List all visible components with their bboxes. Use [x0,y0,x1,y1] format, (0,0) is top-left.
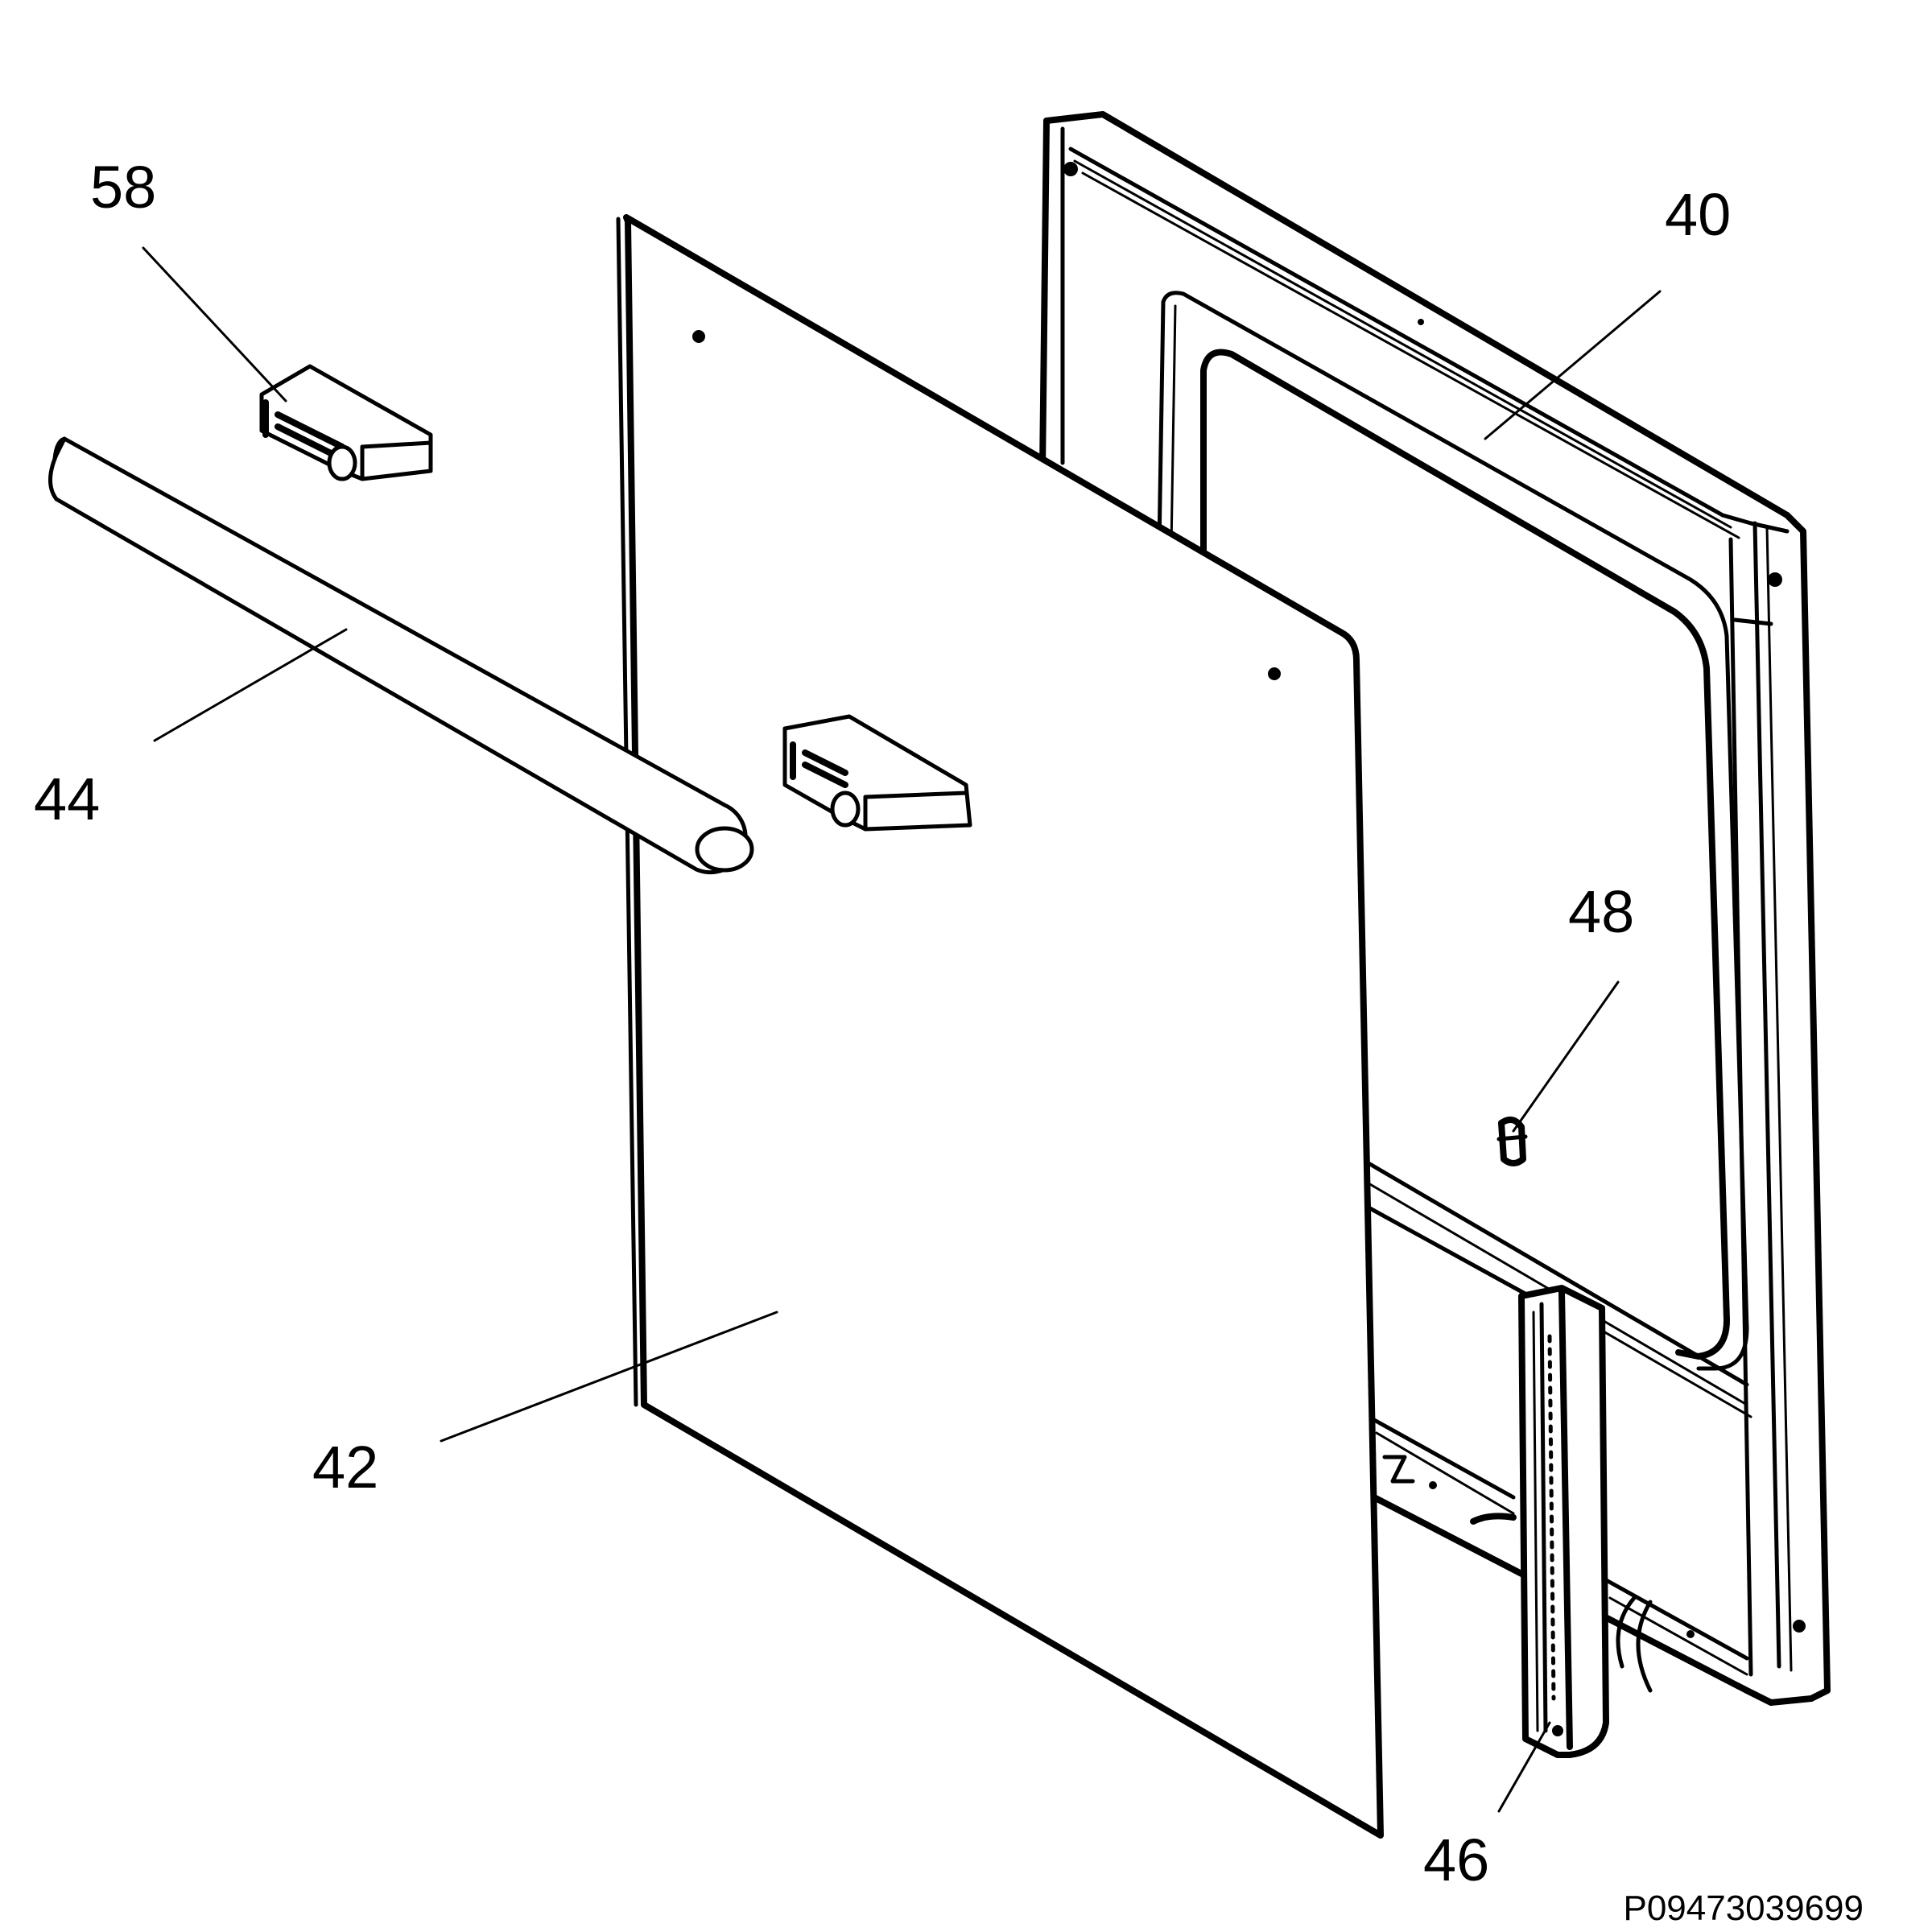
end-cap-center [782,714,972,832]
leader-line-48 [1512,980,1620,1133]
hinge-strip [1518,1285,1609,1758]
reference-code: P09473039699 [1623,1889,1864,1928]
leader-lines [142,246,1662,1813]
leader-line-44 [153,628,348,742]
handle-bar [48,436,754,875]
callout-screw: 48 [1568,878,1634,945]
callout-labels: 40 58 44 48 42 46 P09473039699 [34,154,1864,1928]
leader-line-58 [142,246,287,402]
callout-handle-bar: 44 [34,766,100,832]
end-cap [259,364,433,481]
leader-line-42 [440,1311,778,1443]
screw [1496,1117,1528,1166]
callout-hinge-strip: 46 [1423,1827,1489,1893]
leader-line-46 [1497,1721,1551,1813]
callout-frame: 40 [1665,181,1731,248]
door-frame [1039,111,1831,1706]
callout-end-cap: 58 [90,154,156,221]
door-panel [616,214,1384,1839]
leader-line-40 [1484,290,1662,440]
callout-panel: 42 [312,1434,378,1501]
